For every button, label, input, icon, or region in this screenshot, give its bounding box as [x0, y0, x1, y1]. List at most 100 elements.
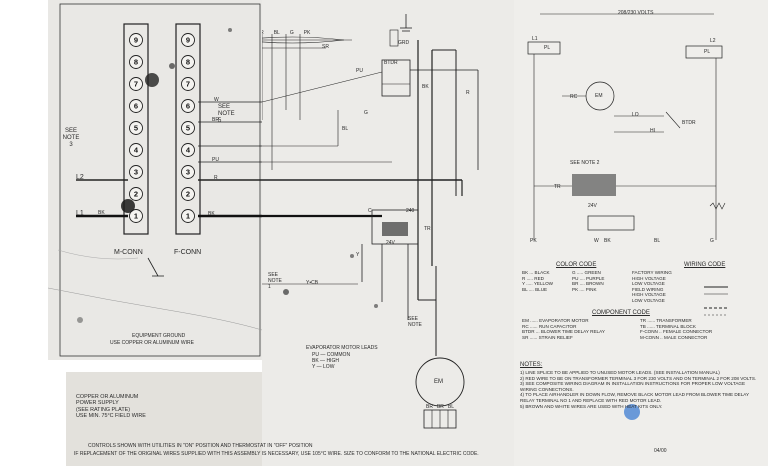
c-label-mid: C: [368, 208, 372, 214]
f-conn-terminal-label: 5: [186, 124, 190, 133]
l1-label-right: L1: [532, 36, 538, 42]
g-label-mid: G: [364, 110, 368, 116]
transformer-24v: 24V: [386, 240, 395, 246]
note-item: 2) RED WIRE TO BE ON TRANSFORMER TERMINA…: [520, 375, 757, 381]
f-conn-terminal-2: [181, 187, 195, 201]
m-conn-terminal-7: [129, 77, 143, 91]
date-code: 04/00: [654, 448, 667, 454]
f-conn-terminal-5: [181, 121, 195, 135]
component-code-cell: M-CONN .. MALE CONNECTOR: [640, 334, 708, 340]
m-conn-terminal-8: [129, 55, 143, 69]
y-label-mid: Y: [356, 252, 360, 258]
m-conn-terminal-label: 7: [134, 80, 138, 89]
f-conn-terminal-8: [181, 55, 195, 69]
wire-w: W: [214, 97, 219, 103]
f-conn-terminal-label: 9: [186, 36, 190, 45]
m-conn-terminal-label: 4: [134, 146, 139, 155]
btdr-label-right: BTDR: [682, 120, 696, 126]
f-conn-terminal-label: 7: [186, 80, 190, 89]
f-conn-terminal-label: 4: [186, 146, 191, 155]
pl-right: PL: [704, 49, 711, 55]
m-conn-terminal-2: [129, 187, 143, 201]
see-note-3: SEE NOTE 3: [62, 128, 80, 148]
top-wire-label: BL: [273, 30, 280, 36]
f-conn-terminal-label: 8: [186, 58, 190, 67]
ground-note-1: EQUIPMENT GROUND: [132, 333, 186, 339]
power-note-line: USE MIN. 75°C FIELD WIRE: [76, 413, 146, 420]
m-conn-terminal-1: [129, 209, 143, 223]
wiring-code-item: FIELD WIRING: [632, 286, 664, 292]
hi-label: HI: [650, 128, 655, 134]
f-conn-terminal-label: 1: [186, 212, 190, 221]
ground-note-2: USE COPPER OR ALUMINUM WIRE: [110, 340, 194, 346]
evap-leads-common: PU — COMMON: [312, 352, 351, 358]
component-code-row: SR ...... STRAIN RELIEF M-CONN .. MALE CO…: [522, 335, 762, 341]
f-conn-label: F-CONN: [174, 249, 202, 256]
m-conn-terminal-label: 3: [134, 168, 138, 177]
tr-label-right: TR: [554, 184, 561, 190]
f-conn-terminal-9: [181, 33, 195, 47]
component-code-cell: EM ...... EVAPORATOR MOTOR: [522, 318, 589, 323]
r-label-mid: R: [466, 90, 470, 96]
lo-label: LO: [632, 112, 639, 118]
schematic-lines: [527, 13, 728, 420]
color-code-cell: BR .... BROWN: [572, 281, 604, 287]
top-wire-labels: WBRBLGPK: [262, 30, 310, 36]
bl-label-right: BL: [654, 238, 661, 244]
wire-pu: PU: [212, 157, 219, 163]
see-note-1: SEE NOTE 1: [268, 272, 282, 290]
schematic-panel: 208/230 VOLTS L1 L2 PL PL RC EM LO HI BT…: [514, 0, 768, 466]
component-code-cell: F-CONN .. FEMALE CONNECTOR: [640, 329, 713, 335]
f-conn-terminal-3: [181, 165, 195, 179]
component-code-title: COMPONENT CODE: [592, 310, 650, 316]
caption-line-2: IF REPLACEMENT OF THE ORIGINAL WIRES SUP…: [74, 451, 479, 457]
grd-label: GRD: [398, 40, 410, 46]
m-conn-terminal-label: 8: [134, 58, 138, 67]
wire-br: BR: [212, 117, 219, 123]
f-conn-terminal-label: 2: [186, 190, 190, 199]
component-code-cell: SR ...... STRAIN RELIEF: [522, 334, 573, 340]
color-code-cell: BK ... BLACK: [522, 270, 550, 275]
f-conn-terminal-label: 3: [186, 168, 190, 177]
note-item: 1) LINE SPLICE TO BE APPLIED TO UNUSED M…: [520, 370, 720, 375]
pk-label: PK: [530, 238, 537, 244]
m-conn-terminal-3: [129, 165, 143, 179]
wiring-panel: WBRBLGPK SR GRD BTDR PU BL BK R G 24V TR…: [262, 0, 514, 466]
g-label-right: G: [710, 238, 714, 244]
m-conn-terminal-9: [129, 33, 143, 47]
wiring-code-item: HIGH VOLTAGE: [632, 275, 666, 281]
l2-label: L2: [76, 174, 84, 181]
bk-label-right: BK: [604, 238, 611, 244]
color-code-title: COLOR CODE: [556, 262, 597, 268]
notes-title: NOTES:: [520, 362, 543, 368]
f-conn-terminal-label: 6: [186, 102, 190, 111]
power-note-line: (SEE RATING PLATE): [76, 406, 131, 413]
note-item: 4) TO PLACE AIRHANDLER IN DOWN FLOW, REM…: [520, 392, 749, 403]
w-label-right: W: [594, 238, 599, 244]
component-code-cell: TR ...... TRANSFORMER: [640, 318, 692, 323]
wiring-code-title: WIRING CODE: [684, 262, 726, 268]
top-wire-label: PK: [303, 30, 311, 36]
bl-label-mid: BL: [342, 126, 349, 132]
m-conn-label: M-CONN: [114, 249, 143, 256]
f-conn-terminal-7: [181, 77, 195, 91]
f-conn-terminal-4: [181, 143, 195, 157]
motor-lead-label: BR: [426, 404, 433, 410]
wire-bk: BK: [208, 211, 215, 217]
pl-left: PL: [544, 45, 551, 51]
em-label-right: EM: [595, 93, 603, 99]
wire-r: R: [214, 175, 218, 181]
see-note-mid: SEE NOTE: [408, 316, 422, 328]
sr-label: SR: [322, 44, 329, 50]
see-note-5: SEE NOTE 5: [218, 104, 235, 124]
wiring-code-item: LOW VOLTAGE: [632, 281, 665, 287]
